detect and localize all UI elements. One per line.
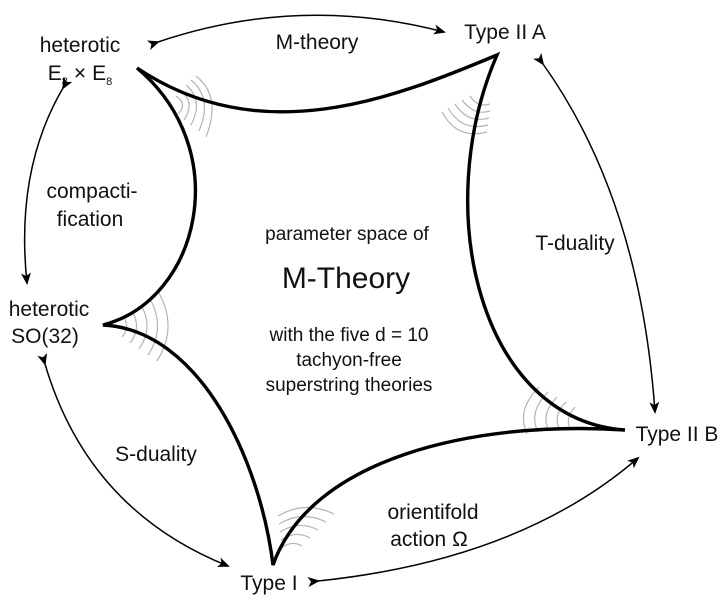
arrow-t-duality (533, 52, 660, 414)
label-m-theory: M-theory (276, 31, 359, 54)
center-title: M-Theory (282, 262, 410, 295)
e8-letter-right: E (92, 62, 106, 85)
compact-line1: compacti- (46, 180, 137, 203)
vertex-type-iib: Type II B (636, 423, 719, 446)
heterotic-so32-line1: heterotic (9, 298, 90, 321)
vertex-heterotic-e8: heterotic E8×E8 (40, 34, 121, 88)
arrow-s-duality (37, 352, 230, 567)
orientifold-line1: orientifold (387, 501, 478, 524)
e8-sub-left: 8 (62, 76, 68, 88)
vertex-heterotic-so32: heterotic SO(32) (9, 298, 90, 348)
heterotic-e8-line1: heterotic (40, 34, 121, 57)
label-t-duality: T-duality (535, 232, 615, 255)
arrow-m-theory (146, 14, 446, 50)
arrow-compactification (20, 76, 73, 285)
heterotic-so32-line2: SO(32) (11, 325, 79, 348)
center-line2: with the five d = 10 (269, 325, 429, 346)
label-compactification: compacti- fication (46, 180, 137, 231)
label-orientifold: orientifold action Ω (387, 501, 478, 551)
center-line1: parameter space of (265, 224, 429, 245)
heterotic-e8-line2: E8×E8 (48, 62, 113, 88)
orientifold-line2: action Ω (390, 528, 468, 551)
label-s-duality: S-duality (115, 443, 197, 466)
vertex-type-i: Type I (240, 572, 297, 595)
duality-arrows (20, 14, 660, 588)
e8-letter-left: E (48, 62, 62, 85)
vertex-type-iia: Type II A (464, 21, 546, 44)
cusp-arcs-type-iia (441, 95, 491, 135)
center-line4: superstring theories (266, 375, 433, 396)
compact-line2: fication (57, 208, 124, 231)
center-caption: parameter space of M-Theory with the fiv… (265, 224, 432, 396)
parameter-space-boundary (102, 51, 626, 566)
center-line3: tachyon-free (296, 350, 402, 371)
arrow-orientifold (307, 456, 640, 588)
e8-times: × (74, 62, 86, 85)
e8-sub-right: 8 (106, 76, 112, 88)
